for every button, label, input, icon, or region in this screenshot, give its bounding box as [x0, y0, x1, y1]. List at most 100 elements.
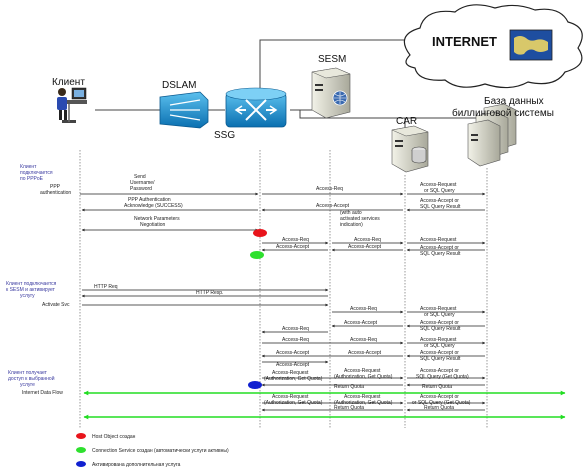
sesm-server-icon: [311, 67, 351, 119]
lbl-with-auto-1: (with auto: [340, 210, 362, 216]
client-workstation-icon: [57, 87, 87, 123]
side-notes: Клиент подключается по PPPoE Клиент подк…: [6, 164, 57, 388]
legend-swatch-red: [76, 433, 86, 439]
lifelines: [79, 150, 488, 428]
lbl-auth-quota-1d: (Authorization, Get Quota): [334, 374, 393, 380]
legend-swatch-green: [76, 447, 86, 453]
lbl-get-quota-2b: or SQL Query (Get Quota): [412, 400, 471, 406]
lbl-accept-or-2a: Access-Accept or: [420, 245, 459, 251]
lbl-auth-quota-1a: Access-Request: [272, 370, 309, 376]
lbl-get-quota-1b: SQL Query (Get Quota): [416, 374, 469, 380]
lbl-send-1: Send: [134, 174, 146, 180]
lbl-accept-or-5a: Access-Accept or: [420, 350, 459, 356]
lbl-access-req-5a: Access-Req: [282, 337, 309, 343]
lbl-access-req-4: Access-Req: [282, 326, 309, 332]
lbl-access-accept-2a: Access-Accept: [276, 244, 310, 250]
lbl-accept-or-2b: SQL Query Result: [420, 251, 461, 257]
lbl-access-req-5b: Access-Req: [350, 337, 377, 343]
side-note-ppp-3: по PPPoE: [20, 176, 44, 182]
legend-item-1: Host Object создан: [92, 434, 136, 440]
lbl-auth-quota-1c: Access-Request: [344, 368, 381, 374]
legend-item-3: Активирована дополнительная услуга: [92, 462, 181, 468]
lbl-auth-quota-1b: (Authorization, Get Quota): [264, 376, 323, 382]
lbl-return-quota-2b: Return Quota: [424, 405, 454, 411]
lbl-access-request-1a: Access-Request: [420, 182, 457, 188]
ppp-auth-label-1: PPP: [50, 184, 61, 190]
lbl-ppp-ack-2: Acknowledge (SUCCESS): [124, 203, 183, 209]
lbl-access-request-3a: Access-Request: [420, 306, 457, 312]
client-label: Клиент: [52, 77, 85, 88]
sesm-label: SESM: [318, 54, 346, 65]
dslam-icon: [159, 91, 209, 129]
side-note-sesm-2: к SESM и активирует: [6, 287, 56, 293]
lbl-accept-or-1a: Access-Accept or: [420, 198, 459, 204]
extra-service-dot: [248, 381, 262, 389]
lbl-send-2: Username/: [130, 180, 155, 186]
side-note-access-3: услуге: [20, 382, 35, 388]
lbl-return-quota-2a: Return Quota: [334, 405, 364, 411]
lbl-access-request-3b: or SQL Query: [424, 312, 455, 318]
lbl-with-auto-3: indication): [340, 222, 363, 228]
lbl-auth-quota-2d: (Authorization, Get Quota): [334, 400, 393, 406]
lbl-access-request-2: Access-Request: [420, 237, 457, 243]
ppp-auth-label-2: authentication: [40, 190, 71, 196]
lbl-http-resp: HTTP Resp.: [196, 290, 223, 296]
lbl-access-req-2a: Access-Req: [282, 237, 309, 243]
side-note-sesm-3: услугу: [20, 293, 35, 299]
legend-swatch-blue: [76, 461, 86, 467]
link-ssg-internet: [259, 39, 420, 92]
internet-label: INTERNET: [432, 34, 497, 49]
connection-service-dot: [250, 251, 264, 259]
ssg-router-icon: [225, 87, 287, 128]
billing-database-icon: [467, 103, 517, 167]
topology-lines: [95, 39, 490, 128]
lbl-auth-quota-2b: (Authorization, Get Quota): [264, 400, 323, 406]
lbl-access-accept-5b: Access-Accept: [348, 350, 382, 356]
data-flow: [83, 390, 566, 420]
lbl-access-accept-5a: Access-Accept: [276, 350, 310, 356]
side-note-sesm-1: Клиент подключается: [6, 281, 57, 287]
lbl-accept-or-5b: SQL Query Result: [420, 356, 461, 362]
lbl-accept-or-1b: SQL Query Result: [420, 204, 461, 210]
lbl-return-quota-1b: Return Quota: [422, 384, 452, 390]
lbl-with-auto-2: activated services: [340, 216, 380, 222]
billing-label-line1: База данных: [484, 96, 544, 107]
lbl-access-accept-3: Access-Accept: [344, 320, 378, 326]
lbl-accept-or-3a: Access-Accept or: [420, 320, 459, 326]
lbl-access-request-1b: or SQL Query: [424, 188, 455, 194]
legend-item-2: Connection Service создан (автоматически…: [92, 448, 229, 454]
lbl-access-req-1: Access-Req: [316, 186, 343, 192]
lbl-accept-or-3b: SQL Query Result: [420, 326, 461, 332]
lbl-return-quota-1a: Return Quota: [334, 384, 364, 390]
lbl-http-req: HTTP Req: [94, 284, 118, 290]
lbl-access-accept-6: Access-Accept: [276, 362, 310, 368]
ssg-label: SSG: [214, 130, 235, 141]
lbl-get-quota-2a: Access-Accept or: [420, 394, 459, 400]
internet-cloud: INTERNET: [403, 4, 583, 89]
lbl-ppp-ack-1: PPP Authentication: [128, 197, 171, 203]
side-note-access-2: доступ к выбранной: [8, 375, 55, 382]
message-labels: Send Username/ Password Access-Req Acces…: [94, 174, 471, 411]
host-object-created-dot: [253, 229, 267, 237]
lbl-auth-quota-2a: Access-Request: [272, 394, 309, 400]
lbl-access-accept-1: Access-Accept: [316, 203, 350, 209]
internet-data-flow-label: Internet Data Flow: [22, 390, 63, 396]
lbl-get-quota-1a: Access-Accept or: [420, 368, 459, 374]
dslam-label: DSLAM: [162, 80, 196, 91]
billing-label-line2: биллинговой системы: [452, 107, 554, 119]
lbl-access-req-3: Access-Req: [350, 306, 377, 312]
lbl-auth-quota-2c: Access-Request: [344, 394, 381, 400]
lbl-access-request-5b: or SQL Query: [424, 343, 455, 349]
lbl-net-params-2: Negotiation: [140, 222, 166, 228]
side-note-access-1: Клиент получает: [8, 370, 48, 376]
legend: Host Object создан Connection Service со…: [76, 433, 229, 468]
lbl-access-req-2b: Access-Req: [354, 237, 381, 243]
side-note-ppp-2: подключается: [20, 170, 53, 176]
link-ssg-backend: [299, 110, 490, 119]
lbl-send-3: Password: [130, 186, 152, 192]
car-server-icon: [391, 125, 429, 173]
activate-svc-label: Activate Svc: [42, 302, 70, 308]
car-label: CAR: [396, 116, 417, 127]
lbl-access-request-5a: Access-Request: [420, 337, 457, 343]
